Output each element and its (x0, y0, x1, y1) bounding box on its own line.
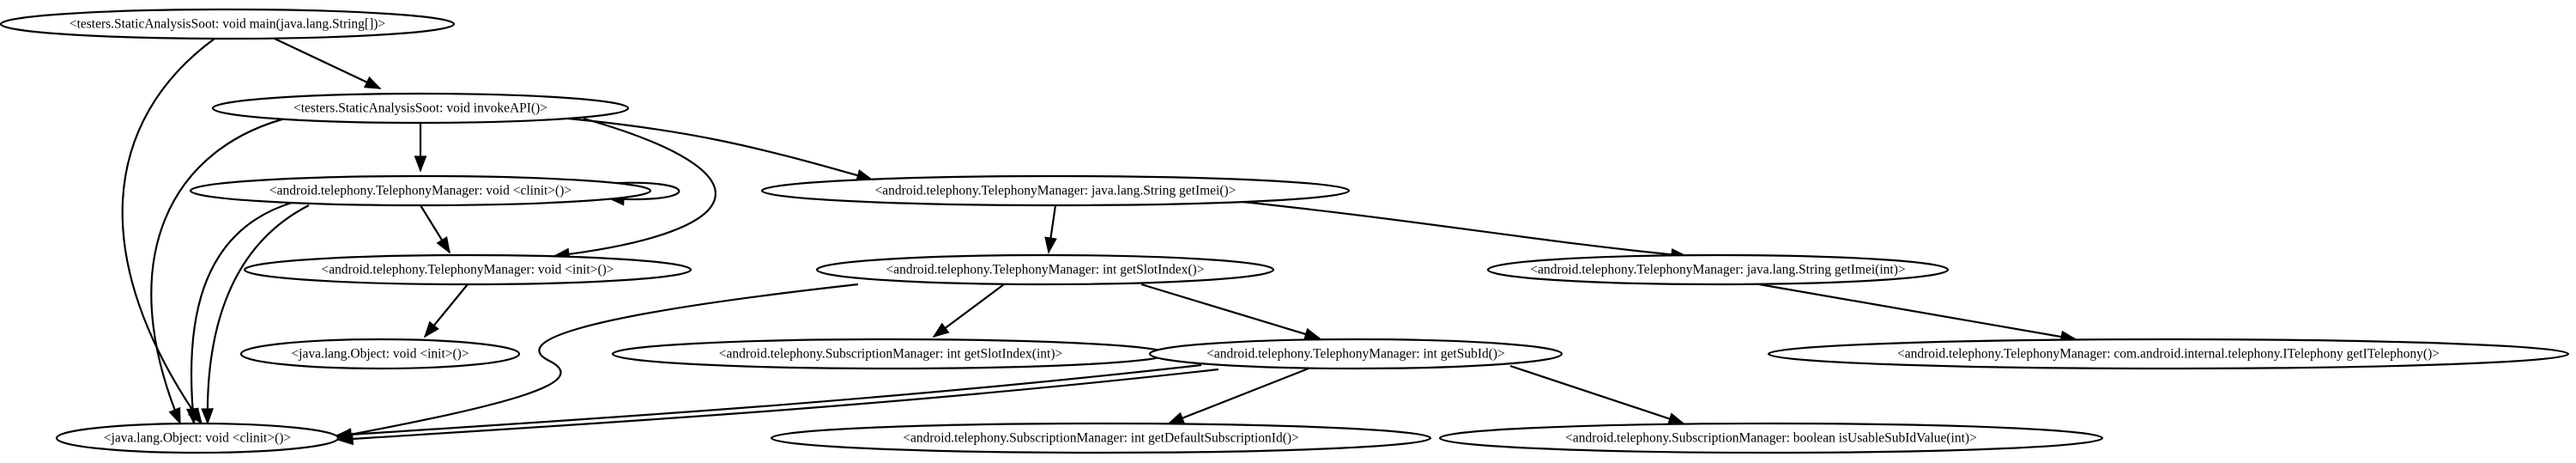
node-tm_getITelephony-label: <android.telephony.TelephonyManager: com… (1897, 347, 2440, 362)
edge-tm_getSubId-to-sm_isUsableSubId-20-line (1509, 364, 1684, 425)
edge-tm_init-to-obj_init-10-arrowhead (423, 320, 439, 338)
node-sm_getSlotIndex-label: <android.telephony.SubscriptionManager: … (719, 347, 1062, 362)
edge-tm_clinit-to-obj_clinit-9-arrowhead (201, 408, 215, 425)
edge-tm_getSubId-to-obj_clinit-17-line (336, 363, 1202, 437)
edge-invokeAPI-to-obj_clinit-5-arrowhead (168, 406, 181, 425)
node-tm_getSubId[interactable]: <android.telephony.TelephonyManager: int… (1148, 338, 1563, 370)
node-invokeAPI-label: <testers.StaticAnalysisSoot: void invoke… (293, 101, 547, 116)
node-main-shape (0, 8, 456, 40)
edge-tm_getSubId-to-sm_getDefaultSubId-19-arrowhead (1167, 411, 1186, 424)
node-tm_getImei[interactable]: <android.telephony.TelephonyManager: jav… (760, 174, 1351, 207)
call-graph-nodes: <testers.StaticAnalysisSoot: void main(j… (0, 8, 2570, 454)
edge-tm_getSubId-to-obj_clinit-18-arrowhead (336, 432, 354, 446)
edge-tm_getImei-to-tm_getImeiInt-12-line (1200, 196, 1687, 258)
edge-tm_getSlotIndex-to-tm_getSubId-14-line (1140, 283, 1321, 340)
edge-tm_getSubId-to-sm_getDefaultSubId-19-line (1168, 367, 1309, 425)
edge-tm_clinit-to-tm_init-7 (420, 204, 450, 254)
node-tm_init-shape (243, 253, 692, 286)
edge-tm_getImei-to-tm_getSlotIndex-11 (1044, 204, 1057, 254)
edge-tm_clinit-to-tm_init-7-arrowhead (436, 236, 450, 254)
edge-tm_getSubId-to-obj_clinit-18-line (337, 368, 1219, 442)
node-sm_getDefaultSubId-shape (770, 422, 1432, 454)
edge-main-to-obj_clinit-1-line (121, 38, 215, 424)
node-obj_init-shape (239, 338, 521, 370)
edge-tm_getSubId-to-obj_clinit-18 (336, 368, 1219, 446)
node-tm_clinit-shape (189, 174, 652, 207)
edge-invokeAPI-to-tm_clinit-2-arrowhead (414, 155, 427, 173)
node-obj_clinit-label: <java.lang.Object: void <clinit>()> (104, 431, 291, 446)
edge-invokeAPI-to-tm_getImei-3-line (548, 115, 873, 181)
edge-main-to-invokeAPI-0-line (274, 38, 381, 89)
node-obj_init[interactable]: <java.lang.Object: void <init>()> (239, 338, 521, 370)
node-tm_getSlotIndex[interactable]: <android.telephony.TelephonyManager: int… (815, 253, 1275, 286)
edge-invokeAPI-to-tm_getImei-3 (548, 115, 874, 182)
edge-invokeAPI-to-obj_clinit-5 (150, 115, 293, 425)
edge-tm_getImeiInt-to-tm_getITelephony-16-line (1758, 283, 2077, 341)
edge-main-to-invokeAPI-0-arrowhead (363, 76, 382, 89)
edge-tm_clinit-to-obj_clinit-8-arrowhead (185, 407, 199, 425)
edge-tm_getSubId-to-sm_getDefaultSubId-19 (1167, 367, 1309, 425)
edge-tm_getSlotIndex-to-tm_getSubId-14-arrowhead (1303, 327, 1321, 340)
edge-tm_getImei-to-tm_getImeiInt-12 (1200, 196, 1688, 261)
node-tm_clinit[interactable]: <android.telephony.TelephonyManager: voi… (189, 174, 652, 207)
node-tm_getImei-shape (760, 174, 1351, 207)
edge-tm_clinit-to-tm_clinit-6-line (600, 181, 680, 201)
edge-tm_getSubId-to-sm_isUsableSubId-20-arrowhead (1666, 412, 1685, 425)
edge-invokeAPI-to-tm_init-4-line (553, 117, 717, 258)
edge-tm_clinit-to-obj_clinit-8 (185, 201, 293, 425)
node-sm_getSlotIndex[interactable]: <android.telephony.SubscriptionManager: … (611, 338, 1170, 370)
node-tm_getSlotIndex-shape (815, 253, 1275, 286)
edge-invokeAPI-to-tm_clinit-2 (414, 123, 427, 173)
edge-tm_clinit-to-obj_clinit-8-line (190, 201, 293, 424)
node-tm_getITelephony-shape (1767, 338, 2570, 370)
node-tm_clinit-label: <android.telephony.TelephonyManager: voi… (269, 184, 571, 198)
edge-tm_getSubId-to-sm_isUsableSubId-20 (1509, 364, 1685, 425)
edge-invokeAPI-to-obj_clinit-5-line (150, 115, 293, 424)
node-invokeAPI-shape (211, 92, 630, 125)
node-sm_isUsableSubId-label: <android.telephony.SubscriptionManager: … (1565, 431, 1977, 446)
node-sm_isUsableSubId-shape (1438, 422, 2104, 454)
node-main-label: <testers.StaticAnalysisSoot: void main(j… (70, 17, 385, 32)
edge-tm_getSlotIndex-to-sm_getSlotIndex-13 (932, 283, 1005, 338)
node-invokeAPI[interactable]: <testers.StaticAnalysisSoot: void invoke… (211, 92, 630, 125)
edge-tm_init-to-obj_init-10 (423, 283, 469, 338)
edge-tm_clinit-to-obj_clinit-9 (201, 204, 310, 425)
node-tm_getImeiInt-label: <android.telephony.TelephonyManager: jav… (1530, 263, 1905, 277)
node-main[interactable]: <testers.StaticAnalysisSoot: void main(j… (0, 8, 456, 40)
node-tm_init-label: <android.telephony.TelephonyManager: voi… (321, 263, 614, 277)
edge-tm_getImeiInt-to-tm_getITelephony-16 (1758, 283, 2077, 344)
node-obj_init-label: <java.lang.Object: void <init>()> (291, 347, 469, 362)
edge-main-to-invokeAPI-0 (274, 38, 382, 89)
edge-tm_getSlotIndex-to-obj_clinit-15-line (336, 283, 859, 439)
node-tm_getImeiInt[interactable]: <android.telephony.TelephonyManager: jav… (1486, 253, 1950, 286)
node-tm_getITelephony[interactable]: <android.telephony.TelephonyManager: com… (1767, 338, 2570, 370)
node-tm_getImeiInt-shape (1486, 253, 1950, 286)
edge-main-to-obj_clinit-1 (121, 38, 215, 425)
node-tm_getSlotIndex-label: <android.telephony.TelephonyManager: int… (886, 263, 1205, 277)
node-sm_getDefaultSubId-label: <android.telephony.SubscriptionManager: … (903, 431, 1299, 446)
node-obj_clinit[interactable]: <java.lang.Object: void <clinit>()> (55, 422, 340, 454)
node-sm_getDefaultSubId[interactable]: <android.telephony.SubscriptionManager: … (770, 422, 1432, 454)
node-tm_init[interactable]: <android.telephony.TelephonyManager: voi… (243, 253, 692, 286)
node-sm_isUsableSubId[interactable]: <android.telephony.SubscriptionManager: … (1438, 422, 2104, 454)
edge-tm_getSlotIndex-to-tm_getSubId-14 (1140, 283, 1321, 340)
edge-tm_clinit-to-obj_clinit-9-line (206, 204, 310, 424)
node-obj_clinit-shape (55, 422, 340, 454)
node-tm_getImei-label: <android.telephony.TelephonyManager: jav… (875, 184, 1237, 198)
node-tm_getSubId-shape (1148, 338, 1563, 370)
edge-tm_getImei-to-tm_getSlotIndex-11-arrowhead (1044, 236, 1057, 254)
node-tm_getSubId-label: <android.telephony.TelephonyManager: int… (1206, 347, 1505, 362)
edge-tm_getSlotIndex-to-sm_getSlotIndex-13-arrowhead (932, 322, 950, 338)
